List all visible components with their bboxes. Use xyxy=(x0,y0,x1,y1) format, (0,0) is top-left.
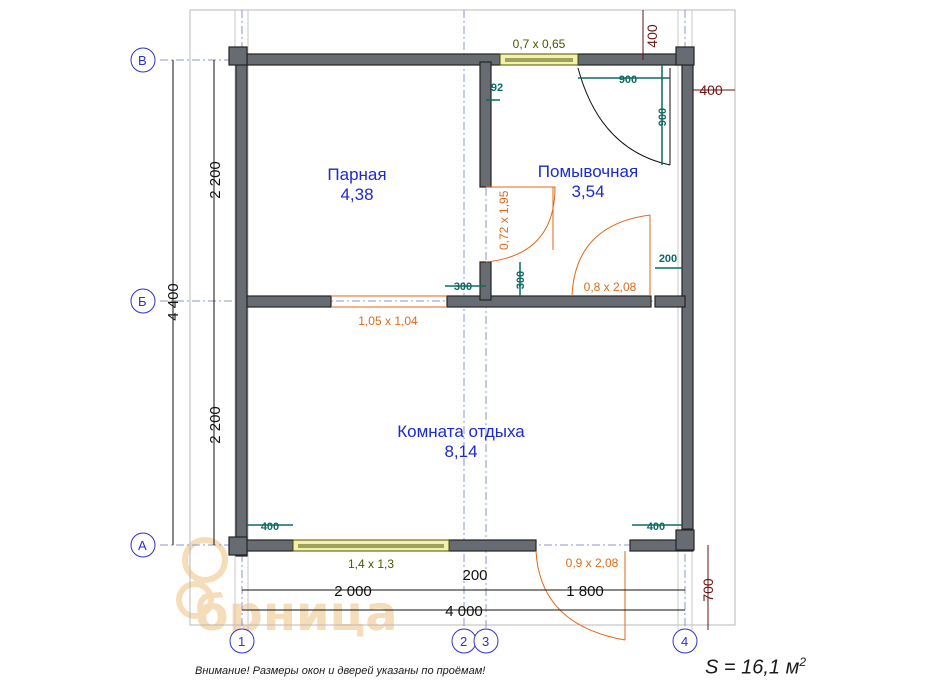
passage-label: 1,05 x 1,04 xyxy=(358,314,418,328)
dim-door-swing-v: 900 xyxy=(657,108,669,126)
dim-left-upper: 2 200 xyxy=(207,161,224,199)
room-area-wash: 3,54 xyxy=(571,182,604,201)
axis-label-col-2: 2 xyxy=(460,634,467,649)
footer-note: Внимание! Размеры окон и дверей указаны … xyxy=(195,665,486,677)
frame xyxy=(189,9,736,626)
dim-door-swing-h: 900 xyxy=(619,74,637,86)
dim-bottom-right: 1 800 xyxy=(566,583,604,600)
window-bottom xyxy=(292,539,450,552)
dimension-lines xyxy=(172,10,735,630)
window-top xyxy=(499,53,579,66)
dim-bottom-total: 4 000 xyxy=(445,603,483,620)
axis-bubbles xyxy=(130,47,698,654)
dim-wall-92: 92 xyxy=(491,82,503,94)
axis-label-col-1: 1 xyxy=(238,634,245,649)
axis-label-row-v: В xyxy=(138,53,147,68)
dim-porch-ext: 700 xyxy=(700,578,716,602)
door-partition-label: 0,72 x 1,95 xyxy=(497,190,511,250)
axis-label-row-b: Б xyxy=(138,294,147,309)
axis-label-col-3: 3 xyxy=(482,634,489,649)
dim-corner-left: 400 xyxy=(261,521,279,533)
door-entry-label: 0,9 x 2,08 xyxy=(566,556,619,570)
door-swings xyxy=(331,67,671,641)
dim-top-ext: 400 xyxy=(644,24,660,48)
window-top-label: 0,7 x 0,65 xyxy=(513,37,566,51)
room-area-rest: 8,14 xyxy=(444,442,477,461)
total-area-label: S = 16,1 м xyxy=(705,656,800,679)
window-bottom-label: 1,4 x 1,3 xyxy=(348,557,394,571)
axis-label-col-4: 4 xyxy=(681,634,688,649)
room-area-steam: 4,38 xyxy=(340,185,373,204)
room-name-wash: Помывочная xyxy=(538,162,638,181)
dim-corner-right: 400 xyxy=(647,521,665,533)
teal-dimension-lines xyxy=(247,65,682,526)
dim-left-total: 4 400 xyxy=(165,283,182,321)
room-name-steam: Парная xyxy=(327,165,386,184)
dim-offset-300-v: 300 xyxy=(515,271,527,289)
watermark-logo: брница xyxy=(176,537,398,642)
dim-right-ext: 400 xyxy=(699,82,723,98)
dim-bottom-left: 2 000 xyxy=(334,583,372,600)
room-name-rest: Комната отдыха xyxy=(397,422,525,441)
total-area-sup: 2 xyxy=(799,655,807,669)
watermark-text: брница xyxy=(195,586,398,642)
dim-offset-200: 200 xyxy=(659,253,677,265)
dim-offset-300-h: 300 xyxy=(454,281,472,293)
dim-bottom-mid: 200 xyxy=(462,567,487,584)
walls xyxy=(228,46,695,557)
door-bath-label: 0,8 x 2,08 xyxy=(584,280,637,294)
dim-left-lower: 2 200 xyxy=(207,406,224,444)
axis-label-row-a: А xyxy=(138,538,147,553)
total-area: S = 16,1 м2 xyxy=(705,655,806,680)
